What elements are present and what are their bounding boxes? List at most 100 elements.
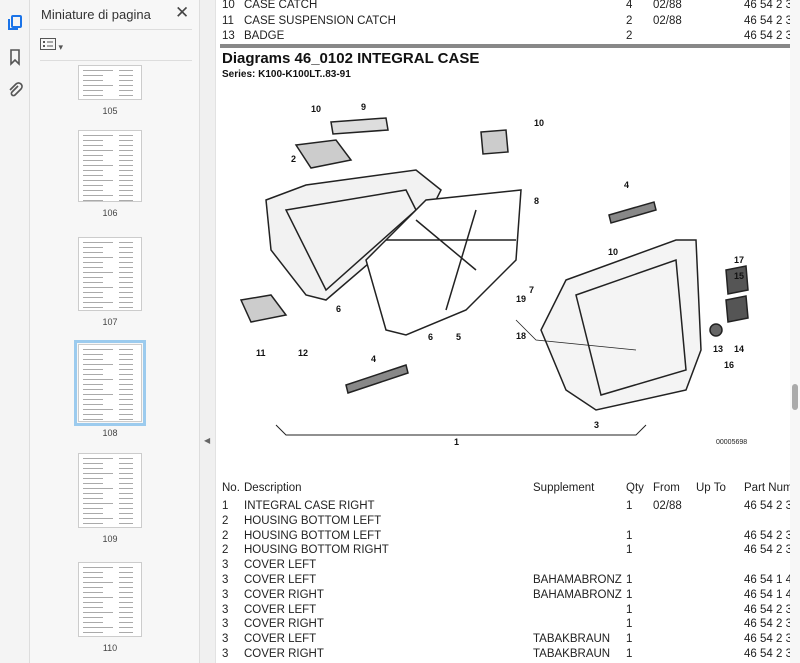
cell-qty: 1	[626, 588, 633, 601]
callout-label: 12	[298, 348, 308, 358]
cell-from: 02/88	[653, 0, 682, 11]
cell-desc: BADGE	[244, 30, 285, 42]
page-scrollbar[interactable]	[790, 0, 800, 663]
cell-part: 46 54 2 3	[744, 529, 790, 542]
cell-part: 46 54 2 3	[744, 633, 790, 646]
divider	[40, 29, 192, 30]
callout-label: 19	[516, 294, 526, 304]
cell-qty: 1	[626, 618, 633, 631]
cell-qty: 1	[626, 529, 633, 542]
cell-desc: HOUSING BOTTOM LEFT	[244, 529, 382, 542]
cell-no: 3	[222, 648, 229, 660]
table-row: 3 COVER LEFT 1 46 54 2 3	[216, 604, 790, 619]
page-thumbnail-105[interactable]	[78, 65, 142, 100]
cell-no: 3	[222, 633, 229, 646]
page-number-label: 110	[102, 643, 118, 653]
cell-no: No.	[222, 482, 240, 494]
table-row: 2 HOUSING BOTTOM LEFT	[216, 515, 790, 530]
table-row: 3 COVER RIGHT 1 46 54 2 3	[216, 618, 790, 633]
divider	[40, 60, 192, 61]
close-icon[interactable]: ✕	[175, 3, 190, 22]
page-thumbnail-106[interactable]	[78, 130, 142, 202]
cell-no: 3	[222, 603, 229, 616]
cell-desc: COVER LEFT	[244, 633, 317, 646]
list-options-icon	[40, 38, 56, 50]
cell-qty: 1	[626, 633, 633, 646]
page-thumbnail-107[interactable]	[78, 237, 142, 311]
cell-part: 46 54 1 4	[744, 574, 790, 586]
cell-no: 3	[222, 618, 229, 631]
callout-label: 10	[534, 118, 544, 128]
cell-desc: HOUSING BOTTOM RIGHT	[244, 544, 389, 557]
cell-part: 46 54 2 3	[744, 14, 790, 27]
scrollbar-thumb[interactable]	[792, 384, 798, 410]
cell-no: 2	[222, 529, 229, 542]
diagram-code: 00005698	[716, 439, 748, 446]
page-thumbnails-icon[interactable]	[6, 14, 24, 32]
callout-label: 15	[734, 271, 744, 281]
page-thumbnail-108[interactable]	[74, 340, 146, 426]
page-number-label: 108	[102, 428, 118, 438]
page-thumbnail-110[interactable]	[78, 562, 142, 637]
cell-no: 2	[222, 544, 229, 557]
cell-part: 46 54 2 3	[744, 648, 790, 660]
callout-label: 16	[724, 360, 734, 370]
page-number-label: 109	[102, 534, 118, 544]
cell-desc: COVER LEFT	[244, 603, 317, 616]
bookmark-icon[interactable]	[6, 48, 24, 66]
callout-label: 5	[456, 332, 461, 342]
collapse-arrow-icon: ◀	[204, 436, 211, 445]
cell-desc: HOUSING BOTTOM LEFT	[244, 514, 382, 527]
cell-part: Part Num	[744, 482, 790, 494]
diagram-title: Diagrams 46_0102 INTEGRAL CASE	[222, 50, 480, 67]
cell-qty: 4	[626, 0, 633, 11]
cell-desc: CASE SUSPENSION CATCH	[244, 14, 396, 27]
diagram-series: Series: K100-K100LT..83-91	[222, 69, 351, 80]
cell-qty: 2	[626, 14, 633, 27]
tool-rail	[0, 0, 30, 663]
callout-label: 1	[454, 437, 459, 447]
cell-part: 46 54 2 3	[744, 500, 790, 512]
thumbnail-options-button[interactable]: ▾	[40, 38, 70, 52]
callout-label: 17	[734, 255, 744, 265]
cell-from: 02/88	[653, 14, 682, 27]
cell-desc: COVER RIGHT	[244, 618, 324, 631]
page-thumbnail-109[interactable]	[78, 453, 142, 528]
cell-part: 46 54 2 3	[744, 0, 790, 11]
callout-label: 10	[311, 104, 321, 114]
cell-desc: Description	[244, 482, 302, 494]
callout-label: 3	[594, 420, 599, 430]
cell-qty: 1	[626, 603, 633, 616]
callout-label: 14	[734, 344, 744, 354]
collapse-panel-button[interactable]: ◀	[200, 0, 216, 663]
page-number-label: 106	[102, 208, 118, 218]
cell-qty: 2	[626, 30, 633, 42]
callout-label: 7	[529, 285, 534, 295]
cell-no: 3	[222, 559, 229, 572]
cell-from: 02/88	[653, 500, 682, 512]
section-separator	[220, 44, 790, 48]
panel-title: Miniature di pagina	[41, 7, 151, 22]
cell-no: 13	[222, 30, 235, 42]
cell-part: 46 54 2 3	[744, 603, 790, 616]
cell-no: 1	[222, 500, 229, 512]
callout-label: 9	[361, 102, 366, 112]
cell-no: 2	[222, 514, 229, 527]
cell-supp: BAHAMABRONZ	[533, 574, 622, 586]
cell-desc: COVER LEFT	[244, 574, 317, 586]
callout-label: 6	[428, 332, 433, 342]
page-number-label: 107	[102, 317, 118, 327]
cell-part: 46 54 2 3	[744, 618, 790, 631]
cell-no: 11	[222, 14, 234, 27]
cell-part: 46 54 1 4	[744, 588, 790, 601]
attachment-icon[interactable]	[6, 81, 24, 99]
callout-label: 11	[256, 348, 266, 358]
cell-desc: CASE CATCH	[244, 0, 318, 11]
